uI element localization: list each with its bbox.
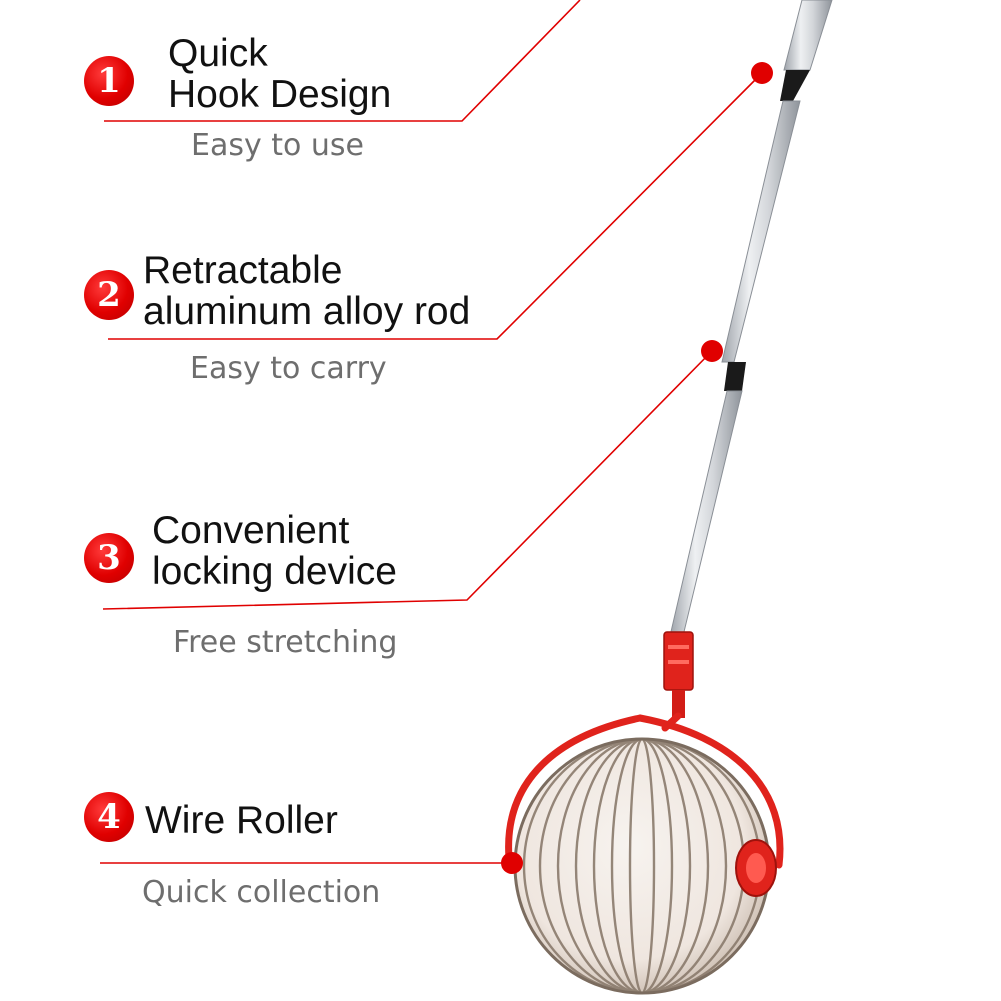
number-badge-icon: 4 — [84, 792, 134, 842]
feature-subtitle-quick-collection: Quick collection — [142, 875, 381, 910]
aluminum-pole — [669, 0, 833, 637]
feature-title-quick-hook: Quick Hook Design — [168, 32, 392, 116]
callout-dots — [501, 62, 773, 874]
callout-dot-icon — [701, 340, 723, 362]
feature-subtitle-free-stretching: Free stretching — [173, 625, 398, 660]
callout-line-2 — [108, 72, 763, 340]
number-badge-icon: 3 — [84, 533, 134, 583]
feature-title-locking-device: Convenient locking device — [152, 509, 397, 593]
callout-lines — [100, 0, 763, 864]
wire-roller-frame — [505, 712, 784, 869]
wire-roller-ball — [513, 737, 777, 995]
callout-line-3 — [102, 350, 713, 610]
number-badge-icon: 2 — [84, 270, 134, 320]
feature-subtitle-easy-to-carry: Easy to carry — [190, 351, 387, 386]
callout-dot-icon — [501, 852, 523, 874]
feature-title-wire-roller: Wire Roller — [145, 799, 338, 842]
number-badge-icon: 1 — [84, 56, 134, 106]
feature-subtitle-easy-to-use: Easy to use — [191, 128, 365, 163]
callout-dot-icon — [751, 62, 773, 84]
feature-title-retractable-rod: Retractable aluminum alloy rod — [143, 249, 471, 333]
callout-line-1 — [104, 0, 581, 122]
locking-collar — [663, 631, 694, 718]
